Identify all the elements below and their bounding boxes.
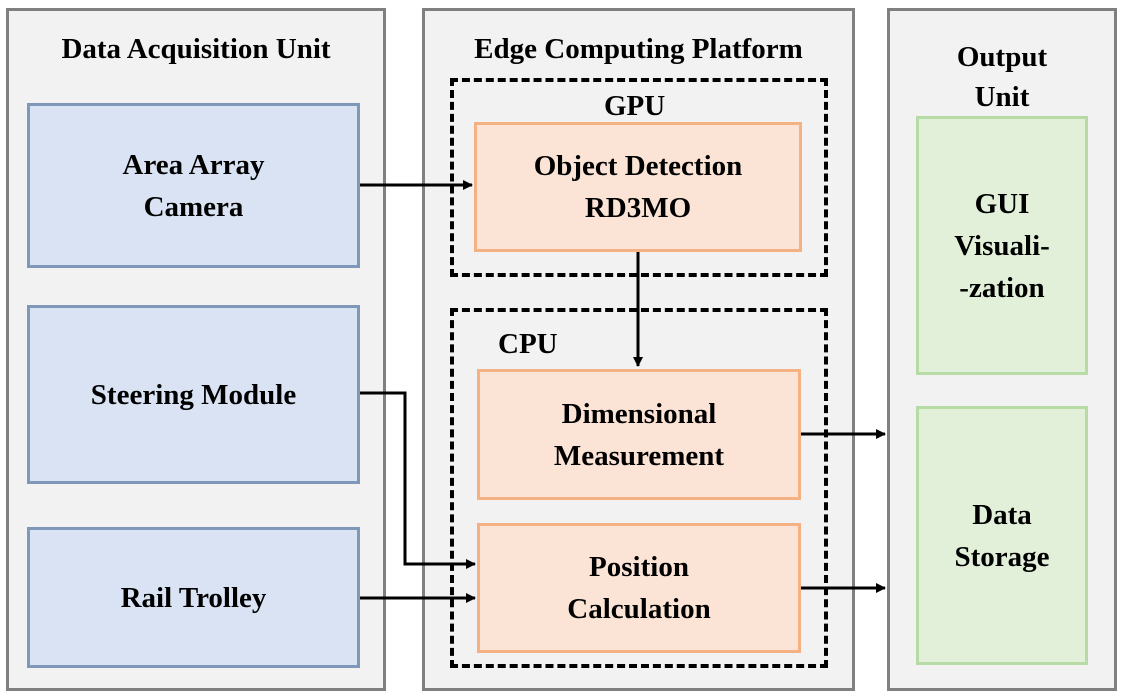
gpu-label: GPU <box>604 90 666 122</box>
edge-computing-title: Edge Computing Platform <box>474 33 803 65</box>
cpu-label: CPU <box>498 328 558 360</box>
gui-visualization-box: GUI Visuali- -zation <box>916 116 1088 375</box>
area-array-camera-box: Area Array Camera <box>27 103 360 268</box>
steering-to-position-arrow <box>360 391 476 569</box>
position-calculation-box: Position Calculation <box>477 523 801 653</box>
output-unit-title: Output Unit <box>956 41 1048 113</box>
object-detection-box: Object Detection RD3MO <box>474 122 802 252</box>
rail-trolley-box: Rail Trolley <box>27 527 360 668</box>
data-acquisition-title: Data Acquisition Unit <box>61 33 331 65</box>
data-storage-box: Data Storage <box>916 406 1088 665</box>
dimensional-measurement-box: Dimensional Measurement <box>477 369 801 500</box>
steering-module-box: Steering Module <box>27 305 360 484</box>
